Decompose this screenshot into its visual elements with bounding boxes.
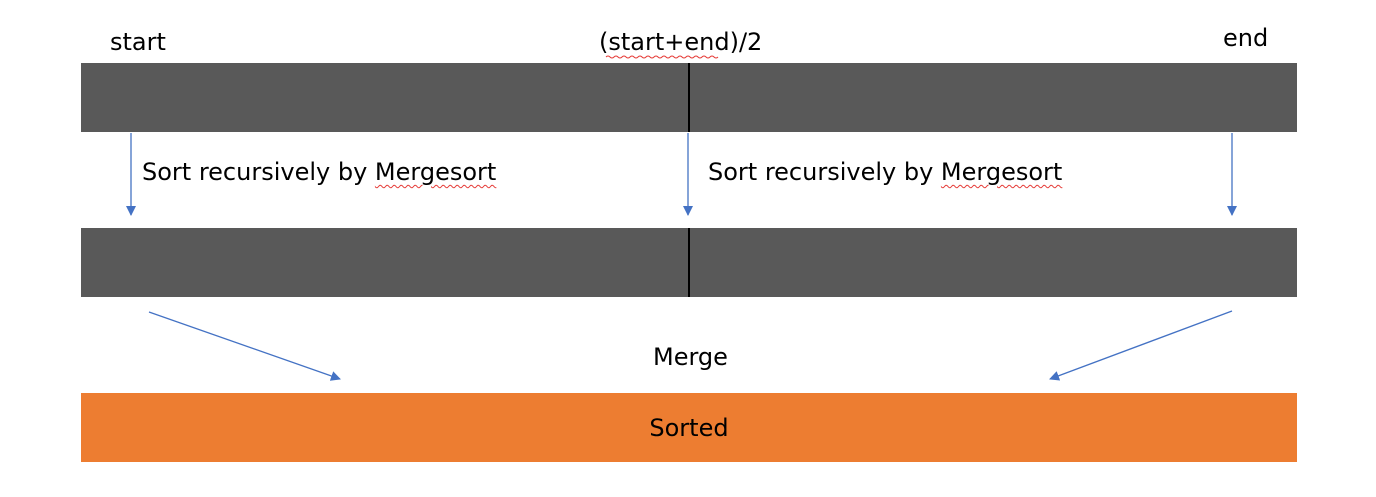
sorted-label: Sorted: [649, 413, 729, 442]
sort-right-mergesort-word: Mergesort: [940, 158, 1063, 186]
midpoint-label: (start+end)/2: [599, 30, 762, 54]
midpoint-label-text: (start+end)/2: [599, 28, 763, 56]
unsorted-array-midpoint-divider: [688, 63, 690, 132]
sorted-halves-midpoint-divider: [688, 228, 690, 297]
merge-label: Merge: [653, 343, 728, 371]
sorted-result-bar: [81, 393, 1297, 462]
sort-left-half-text: Sort recursively by: [142, 158, 375, 186]
right-merge-arrow: [1049, 310, 1233, 381]
sort-right-half-label: Sort recursively by Mergesort: [708, 160, 1062, 184]
sort-right-half-text: Sort recursively by: [708, 158, 941, 186]
end-label: end: [1223, 24, 1269, 52]
left-merge-arrow: [148, 311, 341, 381]
sort-left-mergesort-word: Mergesort: [374, 158, 497, 186]
midpoint-spellcheck-squiggle: [605, 55, 719, 59]
start-label: start: [110, 28, 166, 56]
sort-left-half-label: Sort recursively by Mergesort: [142, 160, 496, 184]
